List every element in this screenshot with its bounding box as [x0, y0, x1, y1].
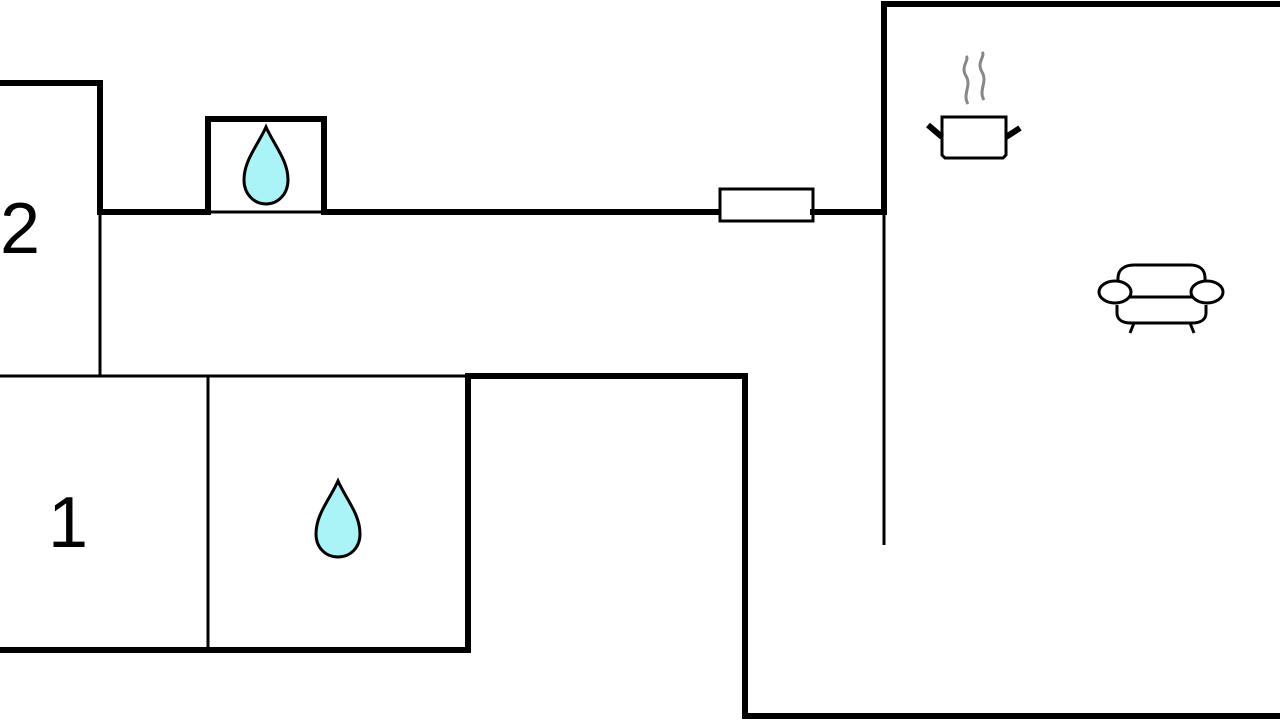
window-icon	[718, 187, 815, 223]
wall-room-2	[0, 80, 211, 215]
room-label-2: 2	[0, 189, 40, 269]
cooking-pot-icon	[926, 50, 1022, 160]
sofa-icon	[1097, 263, 1225, 334]
water-drop-icon	[314, 477, 362, 559]
room-label-1: 1	[48, 483, 88, 563]
wall-bathroom-niche	[205, 116, 723, 215]
wall-living-room	[810, 1, 1280, 215]
water-drop-icon	[242, 123, 290, 206]
wall-room-1	[0, 373, 1280, 719]
